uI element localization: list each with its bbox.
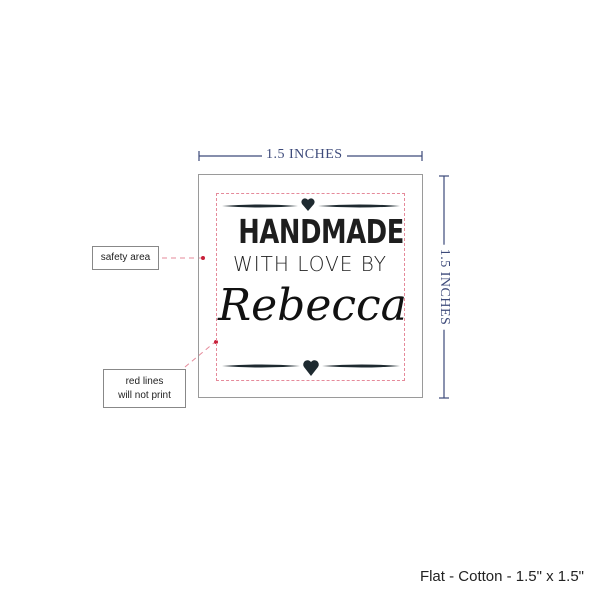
product-caption: Flat - Cotton - 1.5" x 1.5" [419,568,584,585]
safety-area-callout: safety area [92,246,159,270]
design-line-handmade: HANDMADE [238,212,404,251]
red-lines-text-1: red lines [125,376,164,387]
design-name: Rebecca [218,280,407,331]
design-line-with-love-by: WITH LOVE BY [232,252,387,276]
label-outline [198,174,423,398]
width-dimension-label: 1.5 INCHES [262,147,347,163]
safety-area-outline [216,193,405,381]
height-dimension-label: 1.5 INCHES [436,244,452,330]
red-lines-callout: red lines will not print [103,369,186,408]
red-lines-text-2: will not print [118,390,171,401]
